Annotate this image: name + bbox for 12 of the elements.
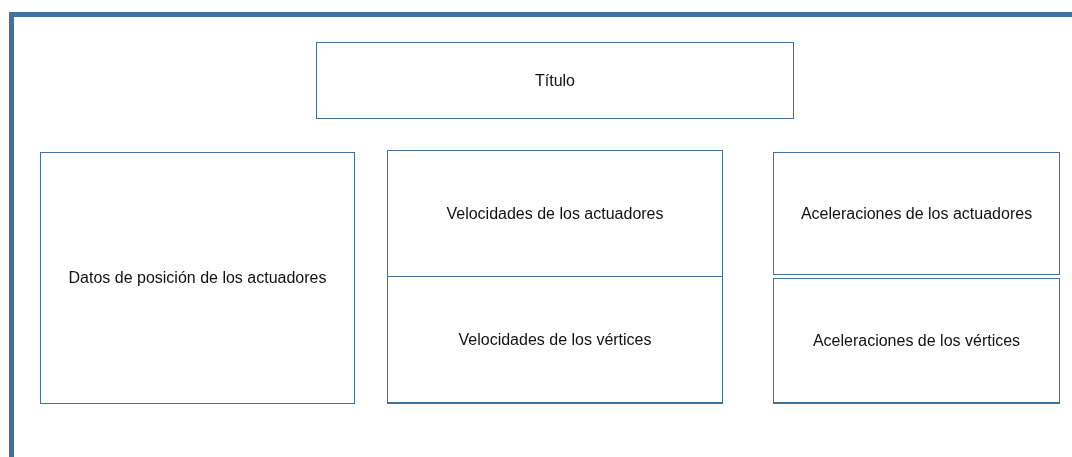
box-text: Datos de posición de los actuadores (68, 269, 327, 287)
box-text: Velocidades de los actuadores (446, 204, 664, 223)
text-box (40, 152, 355, 404)
text-box (316, 42, 794, 119)
box-text: Velocidades de los vértices (458, 330, 652, 349)
text-box (773, 278, 1060, 404)
text-box (773, 152, 1060, 275)
text-box (387, 276, 723, 404)
box-text: Título (535, 71, 575, 90)
text-box (387, 150, 723, 277)
box-text: Aceleraciones de los actuadores (800, 204, 1033, 223)
box-text: Aceleraciones de los vértices (812, 331, 1021, 350)
